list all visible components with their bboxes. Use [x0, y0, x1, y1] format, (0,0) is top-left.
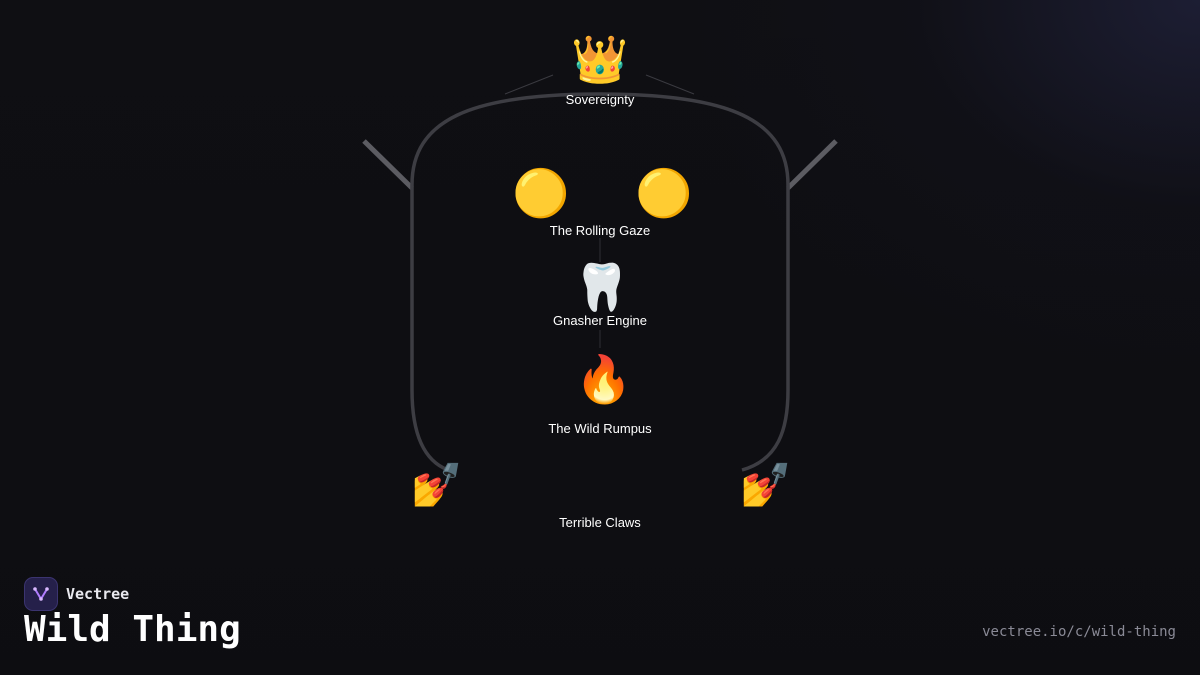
tooth-icon: 🦷: [573, 261, 631, 313]
brand-name: Vectree: [66, 585, 130, 603]
node-label-gnasher-engine: Gnasher Engine: [553, 313, 647, 328]
crown-icon: 👑: [571, 33, 629, 85]
eye-right-yellow-circle-icon: 🟡: [635, 167, 693, 219]
eye-left-yellow-circle-icon: 🟡: [512, 167, 570, 219]
claw-right-nail-polish-icon: 💅: [739, 461, 793, 508]
fire-icon: 🔥: [575, 353, 633, 405]
node-label-sovereignty: Sovereignty: [565, 92, 635, 107]
node-label-rolling-gaze: The Rolling Gaze: [549, 223, 651, 238]
crown-spoke-right: [645, 74, 695, 95]
horn-left: [362, 139, 414, 190]
crown-spoke-left: [504, 74, 554, 95]
node-label-wild-rumpus: The Wild Rumpus: [548, 421, 652, 436]
vectree-logo-icon: [24, 577, 58, 611]
page-title: Wild Thing: [24, 609, 241, 650]
vectree-logo-glyph: [33, 587, 49, 601]
claw-left-nail-polish-icon: 💅: [410, 461, 464, 508]
brand: Vectree: [24, 577, 129, 611]
horn-right: [786, 139, 838, 190]
body-outline: [410, 92, 790, 472]
page-url[interactable]: vectree.io/c/wild-thing: [982, 624, 1176, 640]
node-label-terrible-claws: Terrible Claws: [559, 515, 641, 530]
